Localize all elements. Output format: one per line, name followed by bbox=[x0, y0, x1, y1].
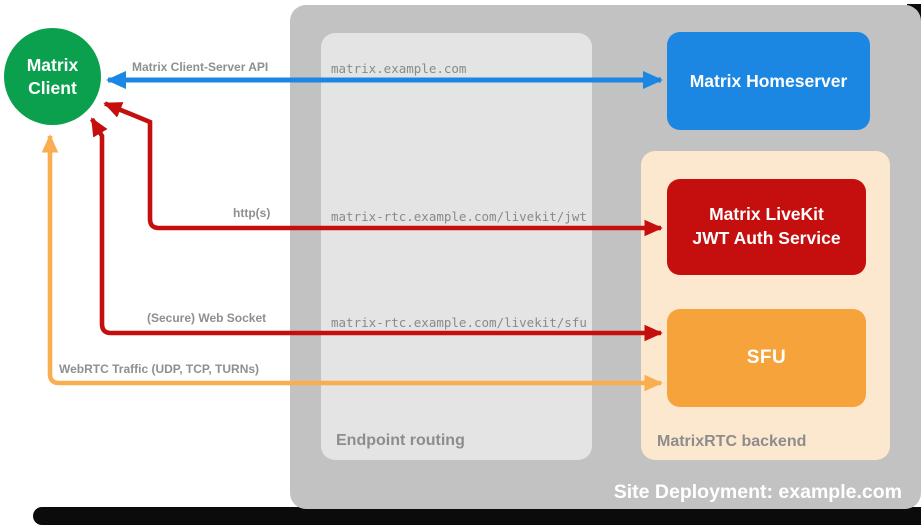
matrix-client-node: Matrix Client bbox=[4, 28, 101, 125]
endpoint-routing-title: Endpoint routing bbox=[336, 432, 465, 449]
matrixrtc-backend-title: MatrixRTC backend bbox=[657, 433, 807, 450]
endpoint-routing-box bbox=[321, 33, 592, 460]
matrix-homeserver-node: Matrix Homeserver bbox=[667, 32, 870, 130]
sfu-node: SFU bbox=[667, 309, 866, 407]
route-livekit-sfu: matrix-rtc.example.com/livekit/sfu bbox=[331, 315, 587, 330]
webrtc-traffic-label: WebRTC Traffic (UDP, TCP, TURNs) bbox=[59, 362, 260, 376]
websocket-label: (Secure) Web Socket bbox=[147, 311, 267, 325]
https-label: http(s) bbox=[233, 206, 271, 220]
site-deployment-title: Site Deployment: example.com bbox=[613, 481, 902, 503]
bottom-shadow-bar bbox=[33, 507, 921, 525]
route-livekit-jwt: matrix-rtc.example.com/livekit/jwt bbox=[331, 209, 587, 224]
route-matrix-domain: matrix.example.com bbox=[331, 61, 467, 76]
client-server-api-label: Matrix Client-Server API bbox=[132, 60, 269, 74]
jwt-auth-service-node: Matrix LiveKit JWT Auth Service bbox=[667, 179, 866, 275]
